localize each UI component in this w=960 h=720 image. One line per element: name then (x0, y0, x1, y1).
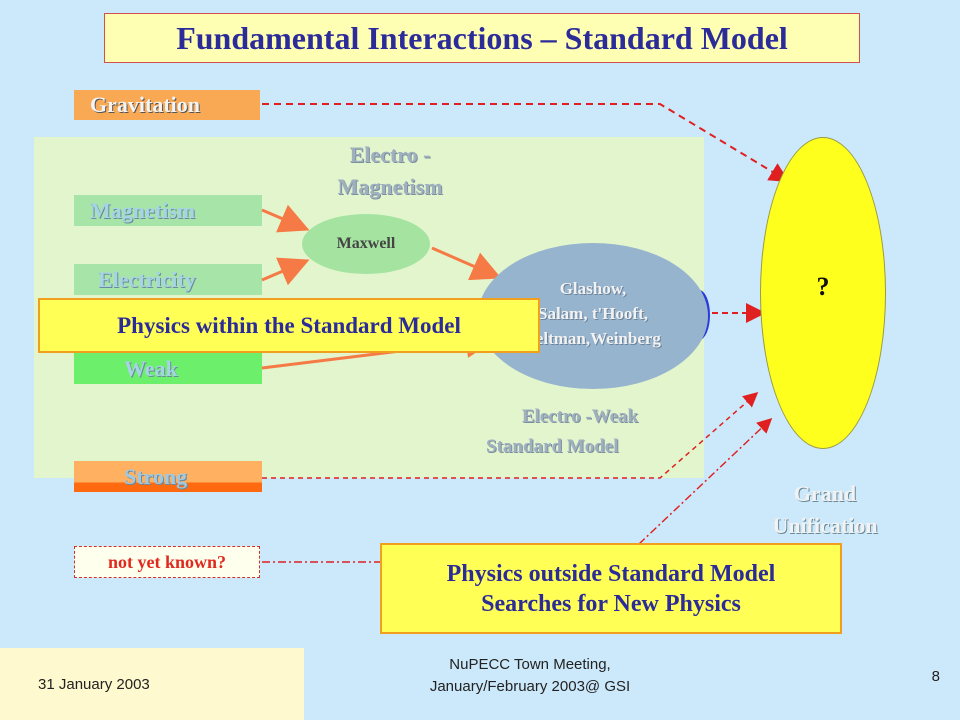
magnetism-label: Magnetism (90, 197, 196, 223)
footer-meeting: NuPECC Town Meeting, January/February 20… (350, 654, 710, 698)
maxwell-label: Maxwell (336, 235, 396, 252)
authors-line2: Salam, t'Hooft, (537, 304, 649, 323)
electroweak-sm-label: Electro -Weak Standard Model (470, 402, 690, 462)
grand-unification-question: ? (816, 272, 830, 301)
outside-standard-model-callout: Physics outside Standard Model Searches … (380, 543, 842, 634)
outside-line1: Physics outside Standard Model (446, 560, 776, 587)
not-yet-known-label: not yet known? (107, 551, 227, 572)
within-standard-model-callout: Physics within the Standard Model (38, 298, 540, 353)
electroweak-line1: Electro -Weak (521, 406, 639, 427)
weak-box: Weak (74, 353, 262, 384)
arrow-gravitation-gu (262, 103, 790, 183)
electricity-box: Electricity (74, 264, 262, 295)
arrow-strong-gu (262, 392, 759, 479)
gravitation-label: Gravitation (90, 92, 200, 117)
arrow-maxwell-glashow (431, 246, 502, 281)
arrow-magnetism-maxwell (261, 204, 310, 233)
footer-date: 31 January 2003 (0, 648, 304, 720)
outside-line2: Searches for New Physics (481, 590, 741, 617)
electromagnetism-line1: Electro - (349, 142, 431, 167)
not-yet-known-box: not yet known? (74, 546, 260, 578)
footer-meeting-line2: January/February 2003@ GSI (429, 678, 631, 695)
footer-date-text: 31 January 2003 (38, 675, 150, 693)
magnetism-box: Magnetism (74, 195, 262, 226)
electroweak-line2: Standard Model (486, 436, 619, 457)
weak-label: Weak (124, 355, 178, 381)
gu-line2: Unification (772, 513, 878, 538)
gravitation-box: Gravitation (74, 90, 260, 120)
electroweak-authors: Glashow, Salam, t'Hooft, Veltman,Weinber… (480, 276, 706, 351)
page-number: 8 (931, 668, 940, 685)
electromagnetism-line2: Magnetism (337, 174, 443, 199)
maxwell-node: Maxwell (302, 214, 430, 274)
electricity-label: Electricity (98, 266, 196, 292)
electromagnetism-label: Electro - Magnetism (300, 139, 480, 203)
slide-title: Fundamental Interactions – Standard Mode… (104, 13, 860, 63)
arrow-electricity-maxwell (261, 257, 310, 286)
authors-line3: Veltman,Weinberg (525, 329, 661, 348)
gu-line1: Grand (793, 481, 857, 506)
strong-box: Strong (74, 461, 262, 492)
footer-meeting-line1: NuPECC Town Meeting, (449, 656, 611, 673)
grand-unification-label: Grand Unification (740, 478, 910, 542)
strong-label: Strong (124, 463, 188, 489)
authors-line1: Glashow, (559, 279, 627, 298)
grand-unification-node (760, 137, 886, 449)
